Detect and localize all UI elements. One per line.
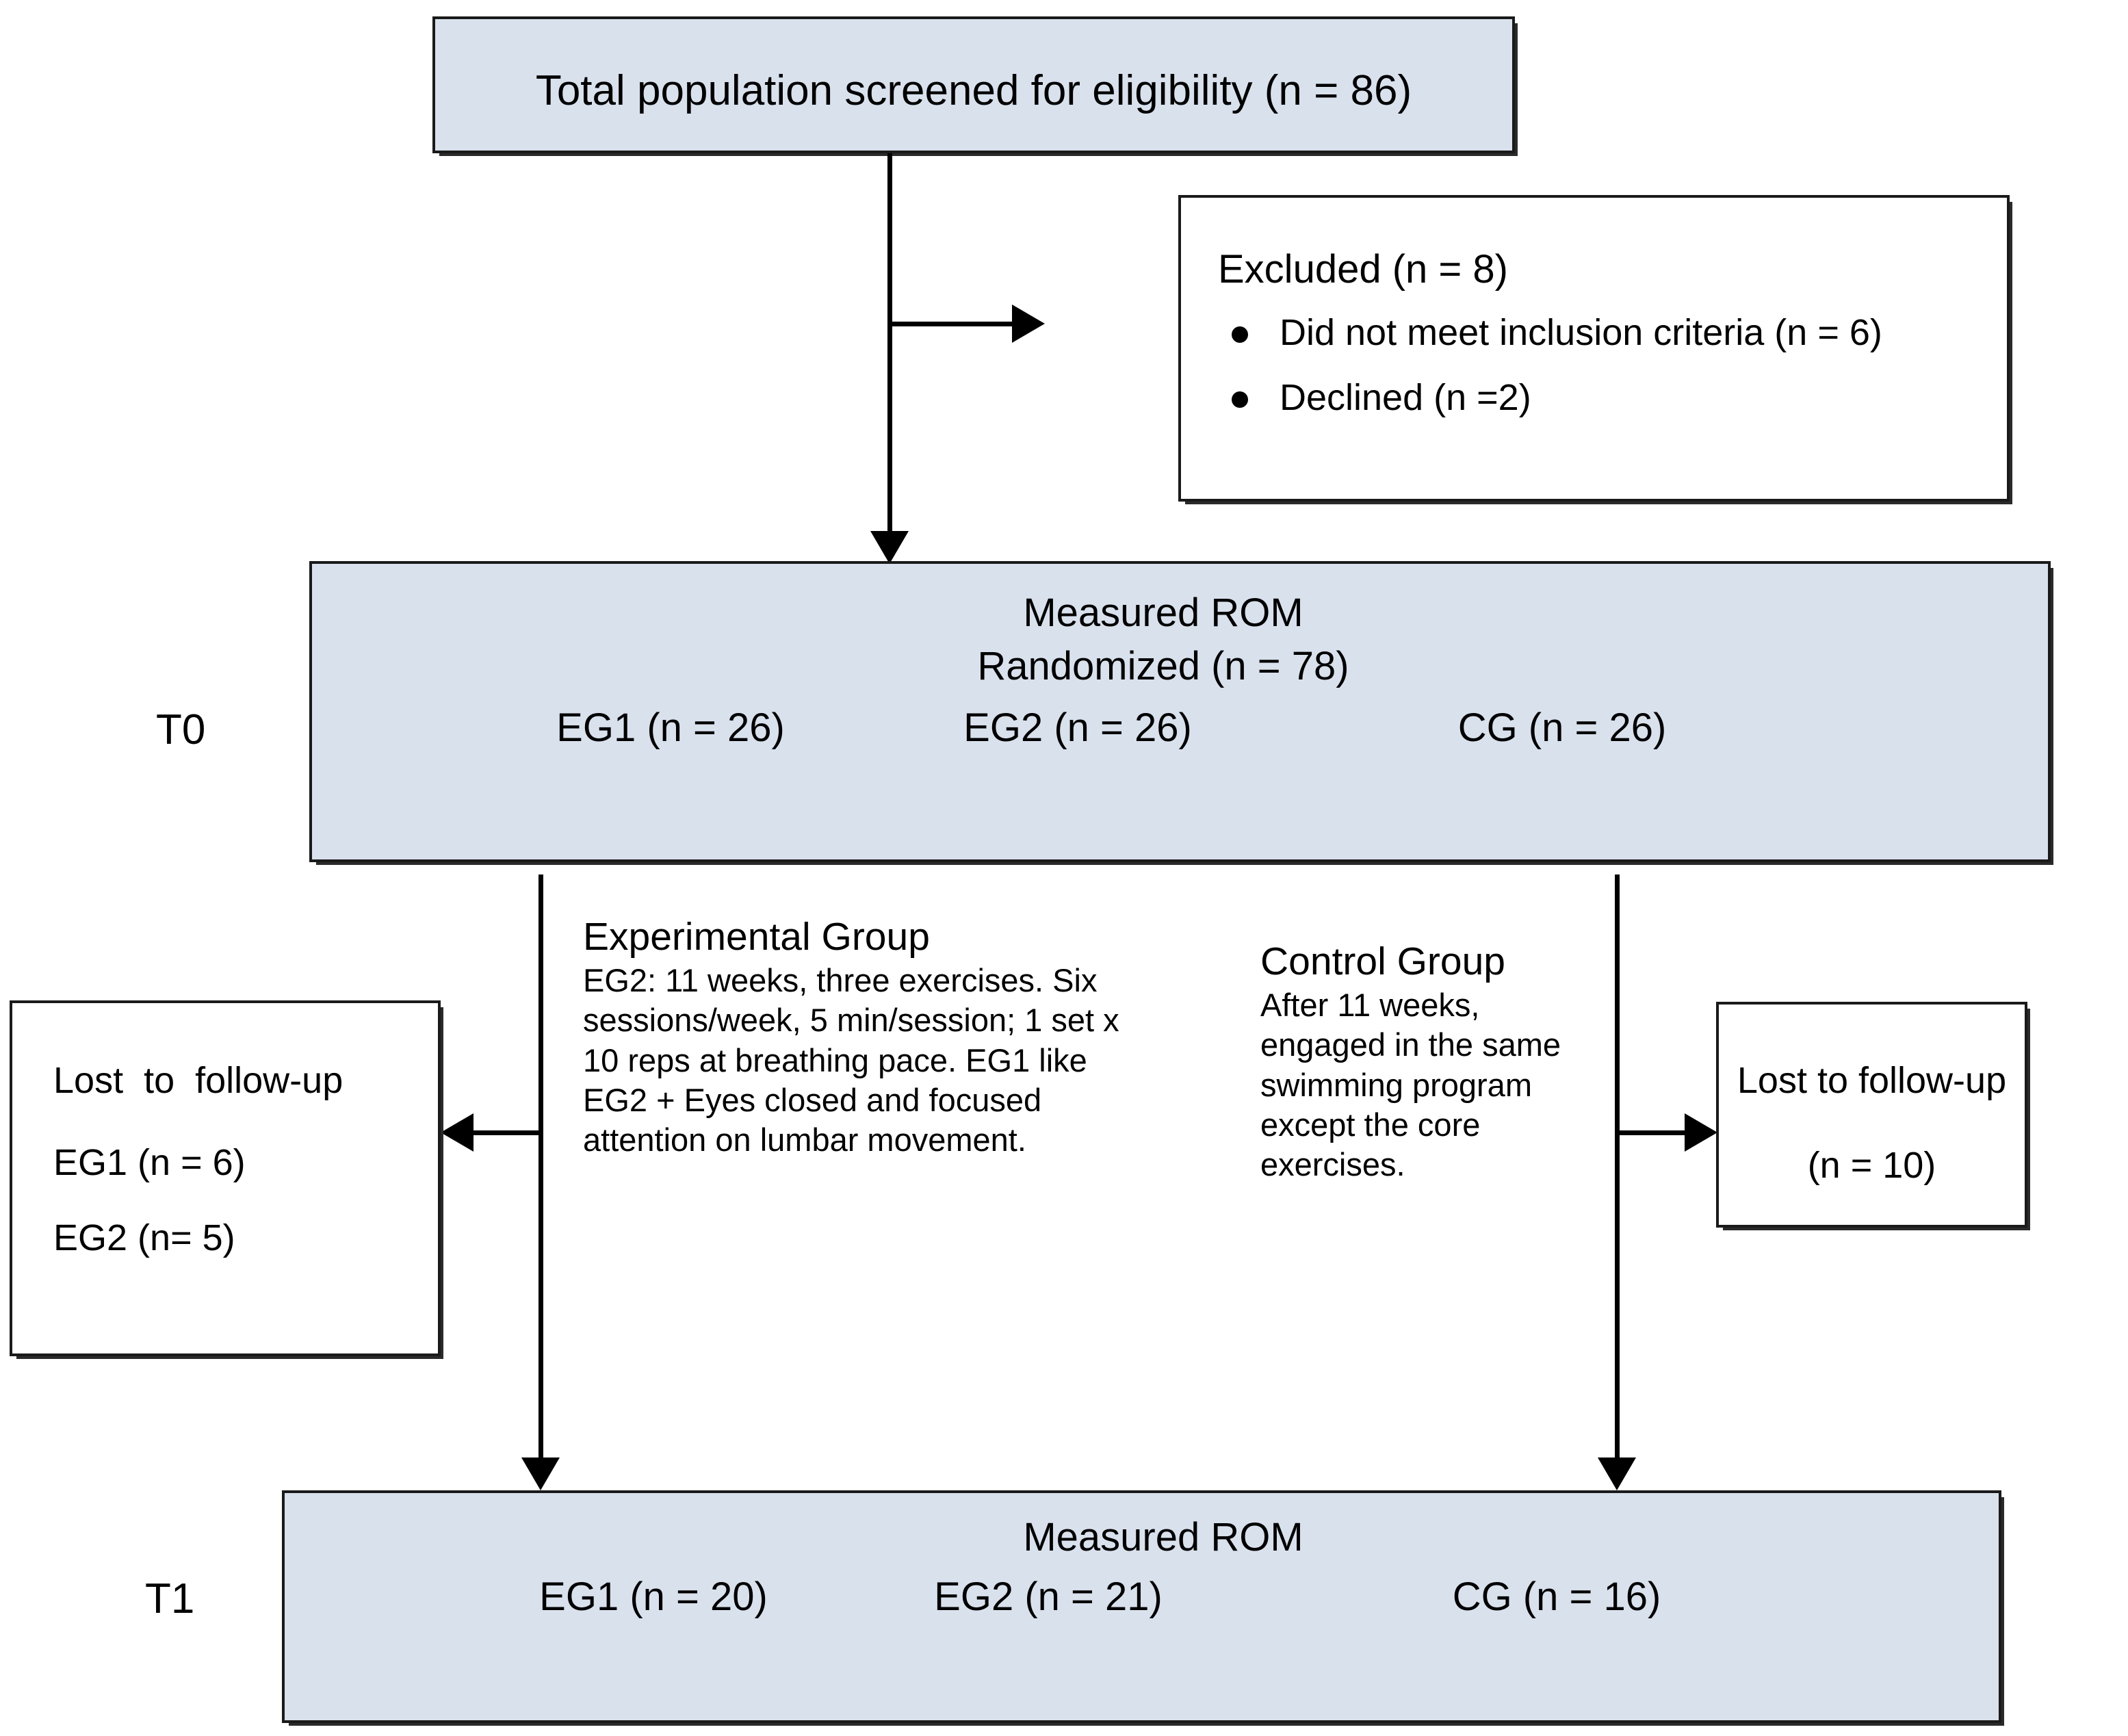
control-group-body: After 11 weeks, engaged in the same swim…: [1260, 987, 1561, 1183]
lost-to-followup-left-box: [10, 1000, 441, 1356]
t0-group-eg1: EG1 (n = 26): [556, 705, 785, 750]
excluded-list-item-label: Declined (n =2): [1280, 377, 1531, 418]
arrowhead-left-to-t1: [521, 1458, 560, 1490]
screened-box: [432, 16, 1515, 153]
connector-t0-to-excluded: [887, 322, 1017, 326]
excluded-list-item: Declined (n =2): [1232, 376, 1531, 419]
arrowhead-to-lost-right: [1685, 1113, 1717, 1152]
lost-right-line1: Lost to follow-up: [1737, 1060, 2007, 1101]
excluded-list-item-label: Did not meet inclusion criteria (n = 6): [1280, 312, 1882, 353]
arrowhead-screened-to-t0: [870, 531, 909, 564]
screened-box-label: Total population screened for eligibilit…: [535, 67, 1412, 114]
connector-to-lost-right: [1615, 1130, 1690, 1135]
experimental-group-heading: Experimental Group: [583, 915, 930, 959]
t0-heading-line2: Randomized (n = 78): [977, 644, 1349, 688]
excluded-list-item: Did not meet inclusion criteria (n = 6): [1232, 311, 1882, 354]
t1-heading-line1: Measured ROM: [1023, 1515, 1303, 1559]
t0-timepoint-label: T0: [156, 706, 206, 753]
bullet-icon: [1232, 326, 1248, 343]
lost-to-followup-right-box: [1716, 1002, 2027, 1228]
excluded-box-title: Excluded (n = 8): [1218, 247, 1508, 292]
connector-to-lost-left: [472, 1130, 541, 1135]
lost-right-line2: (n = 10): [1807, 1145, 1936, 1186]
arrowhead-right-to-t1: [1598, 1458, 1636, 1490]
arrowhead-to-lost-left: [441, 1113, 473, 1152]
t1-group-eg1: EG1 (n = 20): [539, 1575, 768, 1619]
lost-left-line1: Lost to follow-up: [53, 1060, 343, 1101]
t1-group-eg2: EG2 (n = 21): [934, 1575, 1163, 1619]
t1-timepoint-label: T1: [145, 1575, 195, 1622]
t0-heading-line1: Measured ROM: [1023, 591, 1303, 635]
connector-t0-to-t1-right: [1615, 875, 1620, 1477]
t0-group-cg: CG (n = 26): [1457, 705, 1667, 750]
connector-screened-to-t0: [887, 153, 892, 536]
bullet-icon: [1232, 391, 1248, 408]
experimental-group-body: EG2: 11 weeks, three exercises. Six sess…: [583, 962, 1119, 1158]
experimental-group-note: Experimental Group EG2: 11 weeks, three …: [583, 914, 1137, 1160]
lost-left-line2: EG1 (n = 6): [53, 1142, 246, 1183]
excluded-box: [1178, 195, 2010, 502]
t0-group-eg2: EG2 (n = 26): [963, 705, 1192, 750]
arrowhead-to-excluded: [1012, 305, 1045, 343]
t1-group-cg: CG (n = 16): [1452, 1575, 1661, 1619]
control-group-heading: Control Group: [1260, 940, 1506, 983]
t0-box: [309, 561, 2051, 862]
t1-box: [282, 1490, 2001, 1723]
connector-t0-to-t1-left: [539, 875, 543, 1477]
lost-left-line3: EG2 (n= 5): [53, 1217, 235, 1258]
control-group-note: Control Group After 11 weeks, engaged in…: [1260, 939, 1603, 1184]
